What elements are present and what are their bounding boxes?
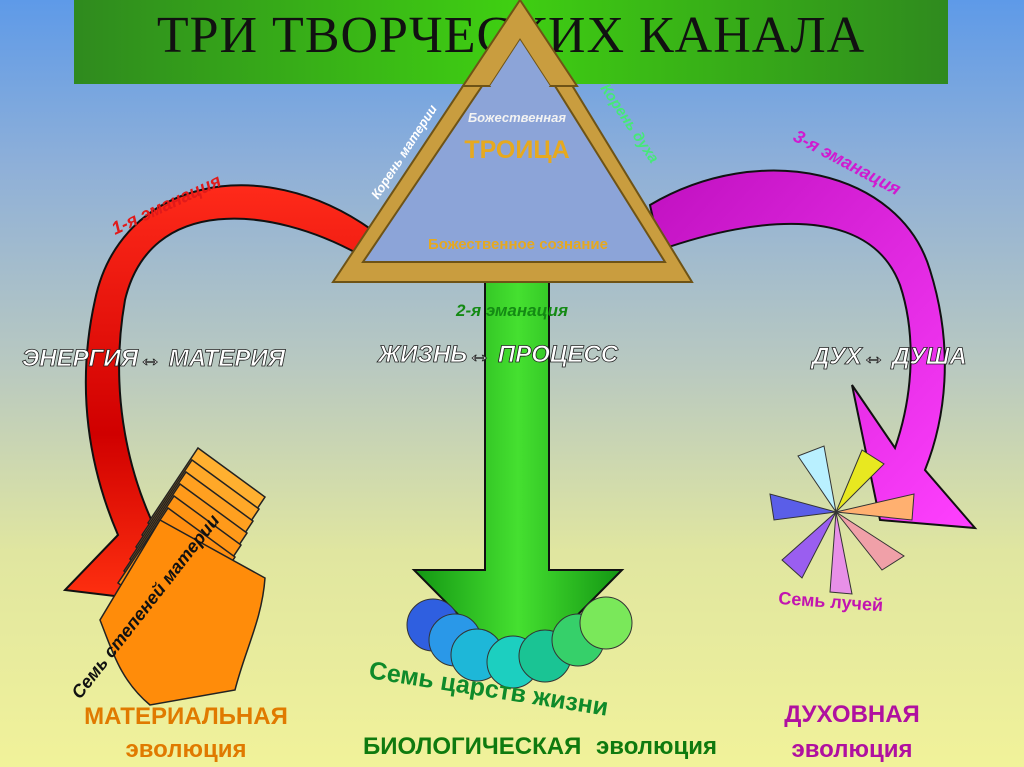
first-emanation-arrow	[62, 184, 374, 602]
seven-rays	[769, 445, 915, 595]
seven-rays-label: Семь лучей	[778, 588, 884, 615]
material-evolution-line2: эволюция	[125, 736, 246, 763]
life-process-label: ЖИЗНЬ↔ ПРОЦЕСС	[376, 341, 619, 368]
triangle-middle-label: ТРОИЦА	[464, 136, 569, 164]
triangle-apex-inner	[490, 40, 550, 86]
triangle-apex-overlay	[461, 0, 579, 87]
spiritual-evolution-line1: ДУХОВНАЯ	[784, 701, 920, 728]
biological-evolution-label: БИОЛОГИЧЕСКАЯ эволюция	[363, 733, 717, 760]
biological-evolution-bold: БИОЛОГИЧЕСКАЯ	[363, 733, 581, 760]
third-emanation-arrow	[648, 169, 978, 530]
biological-evolution-word: эволюция	[596, 733, 717, 760]
triangle-bottom-label: Божественное сознание	[428, 236, 608, 253]
seven-sheets	[99, 446, 267, 706]
spirit-soul-label: ДУХ↔ ДУША	[810, 343, 967, 370]
trinity-triangle-inner	[361, 28, 667, 263]
spiritual-evolution-line2: эволюция	[791, 736, 912, 763]
seven-circles	[406, 596, 633, 689]
energy-matter-label: ЭНЕРГИЯ↔ МАТЕРИЯ	[22, 345, 286, 372]
second-emanation-label: 2-я эманация	[455, 301, 568, 320]
triangle-top-label: Божественная	[468, 110, 566, 125]
material-evolution-line1: МАТЕРИАЛЬНАЯ	[84, 703, 288, 730]
